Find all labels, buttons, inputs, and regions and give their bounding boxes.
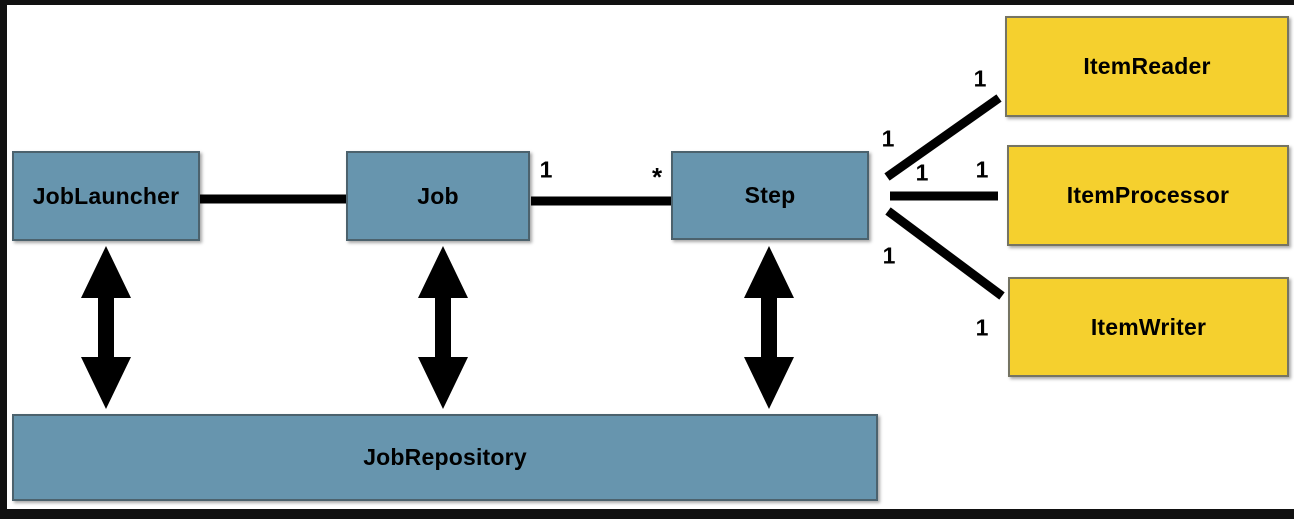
- multiplicity-step-to-processor-far: 1: [975, 156, 989, 183]
- arrow-joblauncher-jobrepository: [81, 246, 131, 409]
- node-itemprocessor-label: ItemProcessor: [1066, 182, 1230, 208]
- edge-step-itemwriter: [885, 207, 1005, 300]
- multiplicity-job-side: 1: [539, 156, 553, 183]
- node-job-label: Job: [417, 182, 459, 209]
- multiplicity-step-side: *: [651, 162, 663, 192]
- node-itemreader-label: ItemReader: [1083, 53, 1211, 79]
- arrow-job-jobrepository: [418, 246, 468, 409]
- frame-left-edge: [0, 0, 7, 519]
- node-step: Step: [671, 151, 869, 240]
- node-itemwriter: ItemWriter: [1008, 277, 1289, 377]
- node-job: Job: [346, 151, 530, 241]
- node-itemwriter-label: ItemWriter: [1090, 313, 1207, 340]
- multiplicity-step-to-processor-near: 1: [915, 159, 929, 186]
- frame-top-edge: [0, 0, 1294, 5]
- node-step-label: Step: [744, 182, 796, 208]
- node-jobrepository-label: JobRepository: [363, 444, 527, 470]
- multiplicity-step-to-writer-far: 1: [975, 314, 989, 341]
- node-itemprocessor: ItemProcessor: [1007, 145, 1289, 246]
- edge-step-itemreader: [884, 94, 1002, 181]
- frame-bottom-edge: [0, 509, 1294, 519]
- arrow-step-jobrepository: [744, 246, 794, 409]
- node-joblauncher: JobLauncher: [12, 151, 200, 241]
- multiplicity-step-to-writer-near: 1: [882, 242, 896, 269]
- node-itemreader: ItemReader: [1005, 16, 1289, 117]
- multiplicity-step-to-reader-far: 1: [973, 65, 987, 92]
- multiplicity-step-to-reader-near: 1: [881, 125, 895, 152]
- node-jobrepository: JobRepository: [12, 414, 878, 501]
- node-joblauncher-label: JobLauncher: [32, 182, 180, 209]
